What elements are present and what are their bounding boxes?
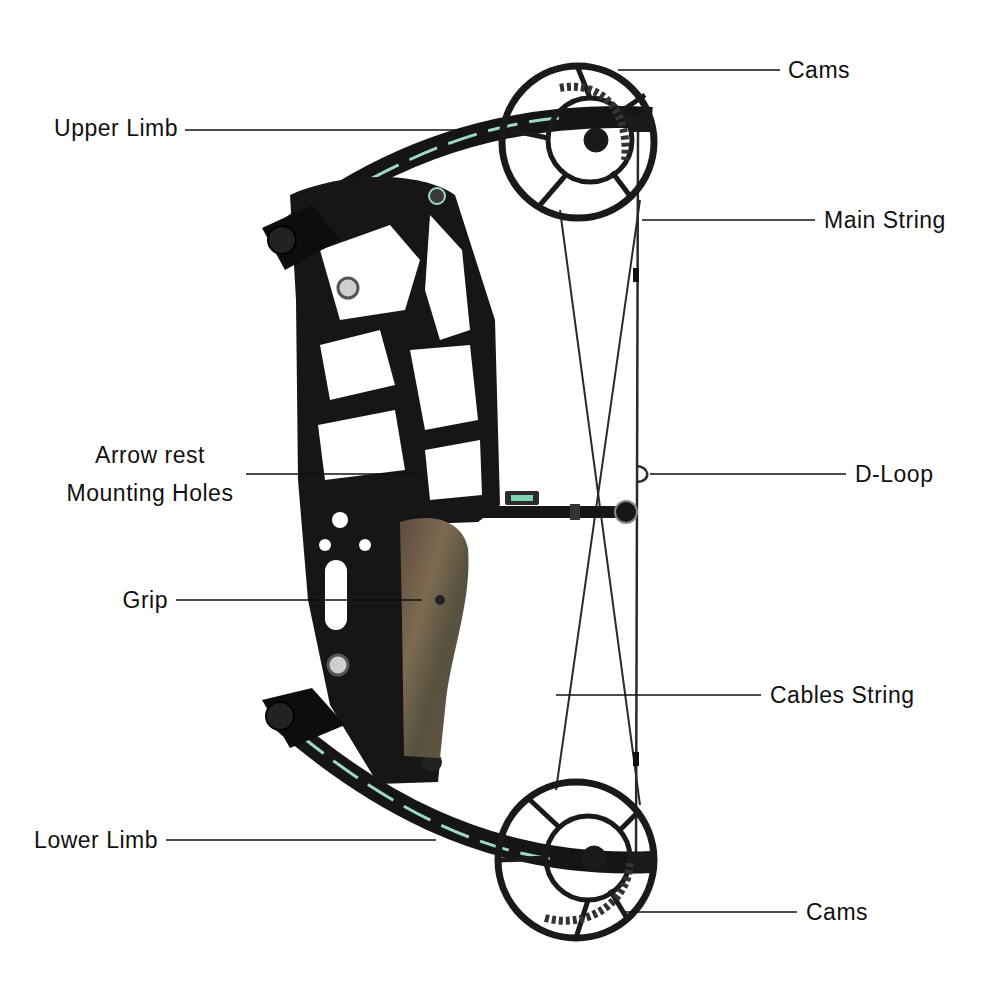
riser [262,177,500,784]
part-label: Lower Limb [34,821,158,859]
part-label: Grip [123,581,168,619]
top-cam [502,66,654,218]
part-label: Cables String [770,676,915,714]
part-label: Arrow rest Mounting Holes [45,436,255,512]
cable-guard [478,491,637,523]
leader-lines [166,70,846,912]
part-label: Upper Limb [54,109,178,147]
strings [556,128,647,858]
lower-limb [275,715,652,871]
grip [400,518,469,758]
part-label: Main String [824,201,946,239]
part-label: D-Loop [855,455,933,493]
part-label: Cams [806,893,868,931]
part-label: Cams [788,51,850,89]
bottom-cam [498,782,654,938]
